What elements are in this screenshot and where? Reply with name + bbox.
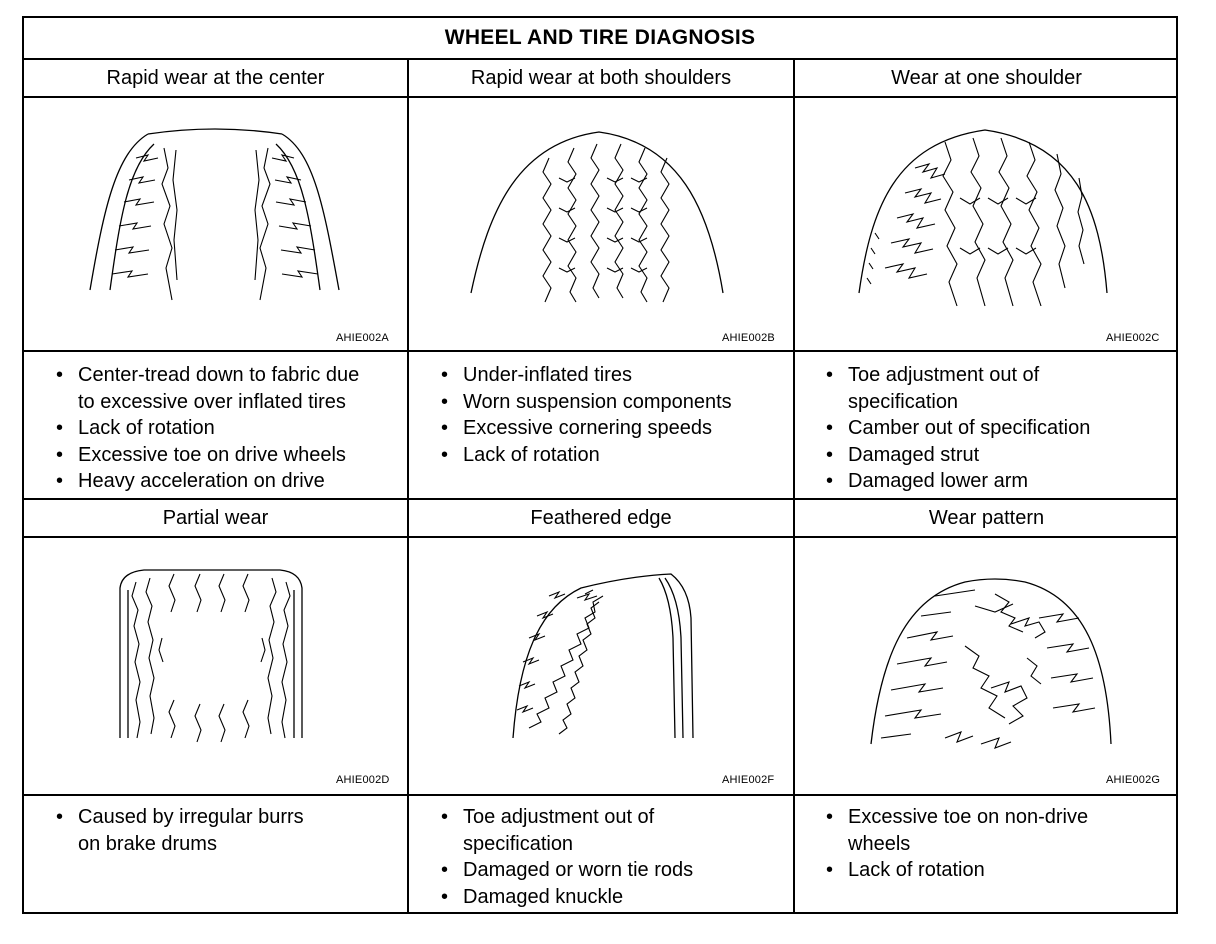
row-divider (24, 794, 1176, 796)
causes-list-one-shoulder-wear: Toe adjustment out of specification Camb… (824, 362, 1174, 495)
list-item: wheels (848, 832, 911, 855)
figure-code: AHIE002F (722, 774, 775, 786)
table-title: WHEEL AND TIRE DIAGNOSIS (24, 18, 1176, 60)
list-item: Camber out of specification (824, 415, 1174, 442)
list-item: Damaged or worn tie rods (439, 857, 789, 884)
tire-tread-center-wear-icon (24, 98, 407, 350)
panel-heading-shoulder-wear: Rapid wear at both shoulders (470, 67, 732, 89)
list-item: Under-inflated tires (439, 362, 789, 389)
tire-tread-wear-pattern-icon (795, 538, 1178, 794)
list-item: Excessive cornering speeds (439, 415, 789, 442)
list-item: Excessive toe on non-drive (824, 804, 1174, 831)
tire-tread-shoulder-wear-icon (409, 98, 793, 350)
wheel-tire-diagnosis-table: WHEEL AND TIRE DIAGNOSIS Rapid wear at t… (22, 16, 1178, 914)
row-divider (24, 536, 1176, 538)
panel-heading-wear-pattern: Wear pattern (928, 507, 1045, 529)
list-item: Lack of rotation (439, 442, 789, 469)
row-divider (24, 96, 1176, 98)
list-item: Damaged strut (824, 442, 1174, 469)
list-item: Damaged lower arm (824, 468, 1174, 495)
figure-code: AHIE002D (336, 774, 390, 786)
panel-heading-partial-wear: Partial wear (162, 507, 269, 529)
causes-list-wear-pattern: Excessive toe on non-drive wheels Lack o… (824, 804, 1174, 884)
figure-code: AHIE002G (1106, 774, 1161, 786)
figure-code: AHIE002A (336, 332, 389, 344)
column-divider (793, 58, 795, 914)
list-item: specification (463, 832, 574, 855)
list-item: to excessive over inflated tires (78, 390, 346, 413)
list-item: Caused by irregular burrs (54, 804, 404, 831)
figure-code: AHIE002C (1106, 332, 1160, 344)
list-item: Damaged knuckle (439, 884, 789, 911)
list-item: Lack of rotation (54, 415, 404, 442)
panel-heading-one-shoulder-wear: Wear at one shoulder (891, 67, 1082, 89)
list-item: on brake drums (78, 832, 217, 855)
row-divider (24, 350, 1176, 352)
list-item: Heavy acceleration on drive (54, 468, 404, 495)
list-item: Toe adjustment out of (824, 362, 1174, 389)
panel-heading-feathered-edge: Feathered edge (530, 507, 672, 529)
tire-tread-partial-wear-icon (24, 538, 407, 794)
causes-list-feathered-edge: Toe adjustment out of specification Dama… (439, 804, 789, 910)
list-item: Worn suspension components (439, 389, 789, 416)
list-item: Lack of rotation (824, 857, 1174, 884)
causes-list-shoulder-wear: Under-inflated tires Worn suspension com… (439, 362, 789, 468)
causes-list-center-wear: Center-tread down to fabric due to exces… (54, 362, 404, 495)
figure-code: AHIE002B (722, 332, 775, 344)
causes-list-partial-wear: Caused by irregular burrs on brake drums (54, 804, 404, 857)
list-item: Excessive toe on drive wheels (54, 442, 404, 469)
column-divider (407, 58, 409, 914)
tire-tread-one-shoulder-wear-icon (795, 98, 1178, 350)
tire-tread-feathered-edge-icon (409, 538, 793, 794)
list-item: specification (848, 390, 959, 413)
list-item: Center-tread down to fabric due (54, 362, 404, 389)
panel-heading-center-wear: Rapid wear at the center (106, 67, 325, 89)
list-item: Toe adjustment out of (439, 804, 789, 831)
row-divider (24, 498, 1176, 500)
